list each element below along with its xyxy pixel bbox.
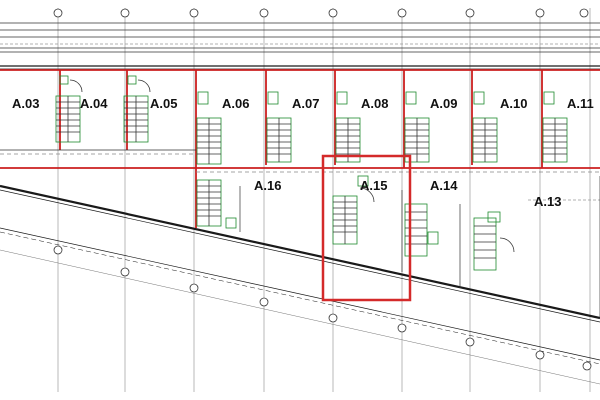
unit-label-a07: A.07 bbox=[292, 96, 319, 111]
stair-cores bbox=[55, 75, 568, 271]
unit-label-a06: A.06 bbox=[222, 96, 249, 111]
unit-label-a08: A.08 bbox=[361, 96, 388, 111]
stair-a06 bbox=[196, 91, 222, 165]
stair-a10 bbox=[472, 91, 498, 163]
stair-a07 bbox=[266, 91, 292, 163]
stair-a14 bbox=[404, 203, 439, 257]
grid-bubble bbox=[120, 267, 130, 277]
top-dimension-strip bbox=[0, 22, 600, 53]
stair-a08 bbox=[335, 91, 361, 163]
stair-a15 bbox=[332, 175, 375, 245]
stair-a16 bbox=[196, 179, 237, 229]
grid-bubbles bbox=[53, 8, 592, 371]
unit-label-a09: A.09 bbox=[430, 96, 457, 111]
grid-bubble bbox=[53, 8, 63, 18]
grid-bubble bbox=[120, 8, 130, 18]
grid-bubble bbox=[259, 8, 269, 18]
grid-bubble bbox=[397, 8, 407, 18]
grid-bubble bbox=[535, 8, 545, 18]
grid-bubble bbox=[465, 337, 475, 347]
stair-a13 bbox=[473, 211, 515, 271]
highlight-box bbox=[321, 154, 412, 302]
stair-a05 bbox=[123, 75, 151, 143]
grid-bubble bbox=[53, 245, 63, 255]
grid-bubble bbox=[328, 313, 338, 323]
grid-bubble bbox=[579, 8, 589, 18]
grid-bubble bbox=[189, 8, 199, 18]
stair-a11 bbox=[542, 91, 568, 163]
stair-a04 bbox=[55, 75, 83, 143]
unit-label-a11: A.11 bbox=[567, 96, 594, 111]
party-walls-red bbox=[0, 69, 600, 228]
stair-a09 bbox=[404, 91, 430, 163]
grid-bubble bbox=[535, 350, 545, 360]
grid-bubble bbox=[582, 361, 592, 371]
unit-label-a15: A.15 bbox=[360, 178, 387, 193]
grid-bubble bbox=[259, 297, 269, 307]
corridor-lines bbox=[0, 149, 600, 318]
unit-label-a05: A.05 bbox=[150, 96, 177, 111]
unit-label-a10: A.10 bbox=[500, 96, 527, 111]
unit-labels: A.03 A.04 A.05 A.06 A.07 A.08 A.09 A.10 … bbox=[12, 96, 594, 209]
grid-bubble bbox=[328, 8, 338, 18]
unit-label-a13: A.13 bbox=[534, 194, 561, 209]
grid-bubble bbox=[189, 283, 199, 293]
unit-label-a04: A.04 bbox=[80, 96, 108, 111]
grid-bubble bbox=[397, 323, 407, 333]
unit-label-a16: A.16 bbox=[254, 178, 281, 193]
unit-label-a03: A.03 bbox=[12, 96, 39, 111]
unit-label-a14: A.14 bbox=[430, 178, 458, 193]
grid-bubble bbox=[465, 8, 475, 18]
exterior-walls bbox=[0, 65, 600, 385]
